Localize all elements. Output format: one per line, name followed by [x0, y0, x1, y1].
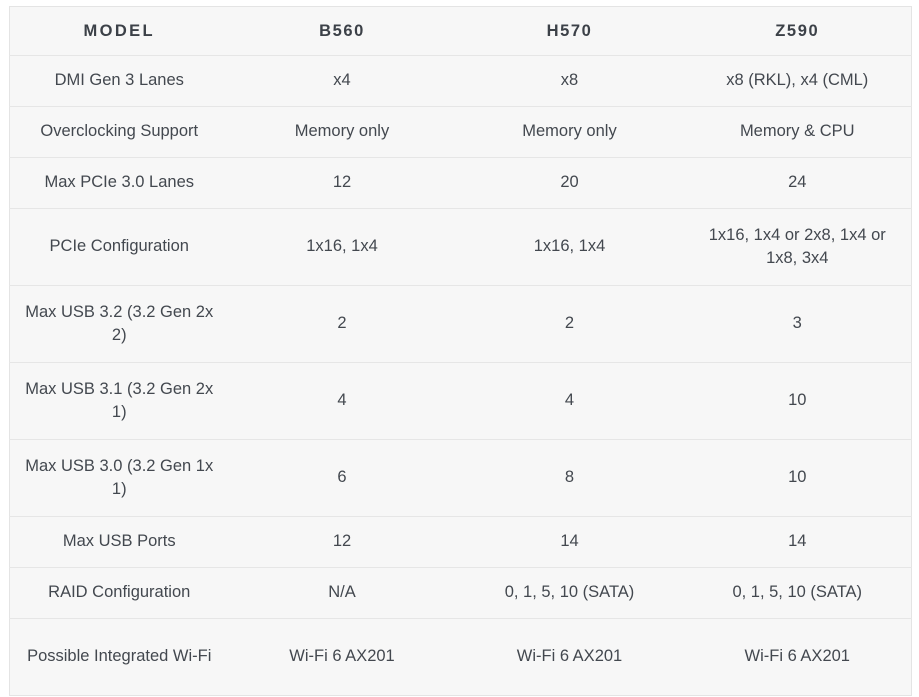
row-label-cell: DMI Gen 3 Lanes: [9, 55, 229, 107]
cell-h570: Wi-Fi 6 AX201: [516, 647, 623, 666]
cell-h570: 0, 1, 5, 10 (SATA): [455, 567, 684, 619]
cell-h570: 1x16, 1x4: [455, 208, 684, 286]
table-row: Possible Integrated Wi-Fi Wi-Fi 6 AX201 Wi…: [10, 619, 912, 696]
cell-b560: 4: [228, 362, 456, 440]
cell-z590: 14: [683, 516, 912, 568]
cell-z590: x8 (RKL), x4 (CML): [683, 55, 912, 107]
cell-z590: 10: [683, 439, 912, 517]
row-label-cell: Max USB 3.1 (3.2 Gen 2x 1): [9, 362, 229, 440]
cell-b560: 12: [228, 157, 456, 209]
table-header: MODEL B560 H570 Z590: [9, 6, 912, 56]
row-label-cell: PCIe Configuration: [9, 208, 229, 286]
cell-b560: x4: [228, 55, 456, 107]
cell-b560: 1x16, 1x4: [228, 208, 456, 286]
cell-z590: Memory & CPU: [683, 106, 912, 158]
cell-h570: 14: [455, 516, 684, 568]
row-label-cell: Max USB 3.2 (3.2 Gen 2x 2): [9, 285, 229, 363]
cell-h570: 8: [455, 439, 684, 517]
row-label-cell: Overclocking Support: [9, 106, 229, 158]
cell-h570: x8: [455, 55, 684, 107]
row-label-cell: Possible Integrated Wi-Fi: [27, 647, 212, 666]
cell-z590: 24: [683, 157, 912, 209]
cell-h570: Memory only: [455, 106, 684, 158]
cell-b560: Wi-Fi 6 AX201: [289, 647, 395, 666]
cell-h570: 2: [455, 285, 684, 363]
cell-z590: 0, 1, 5, 10 (SATA): [683, 567, 912, 619]
row-label-cell: Max PCIe 3.0 Lanes: [9, 157, 229, 209]
cell-h570: 4: [455, 362, 684, 440]
cell-z590: Wi-Fi 6 AX201: [744, 647, 850, 666]
cell-b560: Memory only: [228, 106, 456, 158]
column-header-model: MODEL: [9, 6, 229, 56]
row-label-cell: Max USB 3.0 (3.2 Gen 1x 1): [9, 439, 229, 517]
cell-z590: 3: [683, 285, 912, 363]
cell-b560: 6: [228, 439, 456, 517]
cell-b560: 2: [228, 285, 456, 363]
table-header-row: MODEL B560 H570 Z590: [9, 6, 912, 56]
cell-h570: 20: [455, 157, 684, 209]
row-label-cell: Max USB Ports: [9, 516, 229, 568]
cell-z590: 10: [683, 362, 912, 440]
row-label-cell: RAID Configuration: [9, 567, 229, 619]
cell-b560: 12: [228, 516, 456, 568]
column-header-b560: B560: [228, 6, 456, 56]
cell-b560: N/A: [228, 567, 456, 619]
column-header-h570: H570: [455, 6, 684, 56]
cell-z590: 1x16, 1x4 or 2x8, 1x4 or 1x8, 3x4: [683, 208, 912, 286]
column-header-z590: Z590: [683, 6, 912, 56]
